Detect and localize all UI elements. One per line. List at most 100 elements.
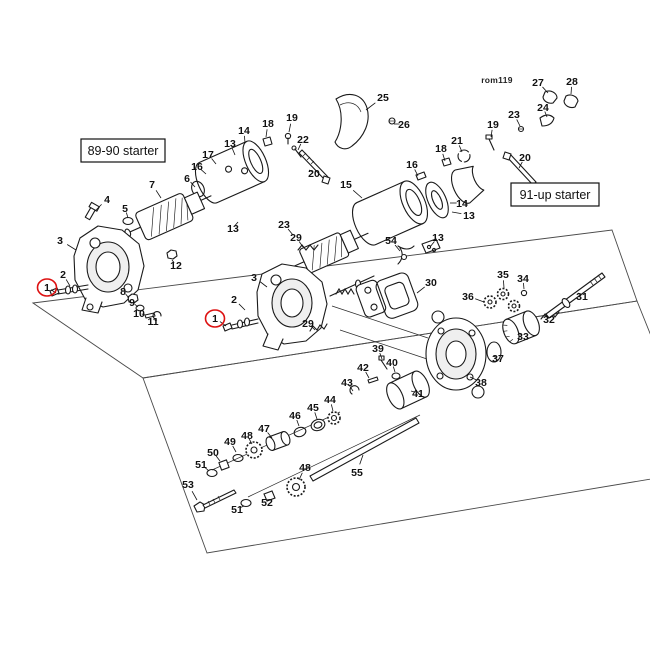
leader-line: [523, 282, 525, 290]
part-number-36: 36: [462, 291, 474, 303]
part-number-22: 22: [297, 134, 309, 146]
gear-housing-38: [425, 310, 487, 399]
part-number-3: 3: [251, 272, 257, 284]
leader-line: [394, 244, 401, 252]
part-number-13: 13: [432, 232, 444, 244]
leader-line: [414, 169, 419, 177]
part-number-30: 30: [425, 277, 437, 289]
mount-bolt-1-2-center: [222, 317, 259, 332]
leader-line: [379, 352, 383, 360]
leader-line: [265, 129, 268, 138]
screw-23-right: [517, 125, 525, 133]
wound-cylinder-center: [288, 229, 369, 274]
o-ring-37: [486, 341, 502, 363]
leader-line: [232, 445, 237, 453]
leader-line: [296, 419, 300, 427]
snap-ring-21: [457, 149, 471, 163]
cover-screw-26: [388, 117, 396, 125]
part-number-46: 46: [289, 410, 301, 422]
leader-line: [518, 161, 523, 169]
part-number-53: 53: [182, 479, 194, 491]
part-number-6: 6: [184, 173, 190, 185]
part-number-2: 2: [231, 294, 237, 306]
leader-line: [204, 466, 210, 472]
leader-line: [190, 181, 196, 188]
leader-line: [244, 135, 246, 144]
gasket-30: [375, 272, 419, 319]
leader-line: [154, 319, 158, 321]
through-bolt-20-left: [298, 149, 331, 185]
leader-line: [359, 454, 364, 465]
leader-line: [287, 228, 294, 236]
leader-line: [231, 148, 236, 156]
part-number-15: 15: [340, 179, 352, 191]
part-number-48: 48: [241, 430, 253, 442]
field-frame-89-90: [194, 140, 270, 204]
leader-line: [125, 293, 130, 299]
leader-line: [451, 211, 462, 215]
leader-line: [469, 376, 477, 381]
armature-89-90: [121, 191, 212, 241]
bracket-24: [539, 114, 555, 127]
leader-line: [200, 169, 207, 175]
label-box-91-up: 91-up starter: [510, 182, 600, 207]
part-number-38: 38: [475, 377, 487, 389]
part-number-11: 11: [147, 316, 158, 328]
leader-line: [298, 241, 304, 248]
part-number-41: 41: [412, 388, 424, 400]
leader-line: [310, 325, 316, 331]
part-number-51: 51: [195, 459, 207, 471]
part-number-23: 23: [508, 109, 520, 121]
leader-line: [475, 298, 485, 303]
leader-line: [155, 190, 162, 199]
leader-line: [267, 432, 273, 439]
drive-housing-91-up: [256, 263, 328, 351]
part-number-1: 1: [212, 313, 218, 325]
leader-line: [191, 491, 198, 501]
part-number-29: 29: [302, 318, 314, 330]
leader-line: [349, 385, 354, 392]
label-box-89-90: 89-90 starter: [80, 138, 166, 163]
leader-line: [570, 86, 572, 95]
leader-line: [171, 259, 175, 263]
o-ring-6: [191, 180, 205, 198]
part-number-21: 21: [451, 135, 463, 147]
part-number-17: 17: [202, 149, 214, 161]
clutch-drive-33: [502, 310, 540, 345]
leader-line: [267, 498, 269, 501]
label-91-up-starter: 91-up starter: [520, 188, 591, 202]
leader-line: [211, 158, 217, 165]
circled-part-marker: [204, 309, 226, 328]
brush-plate-91-up: [425, 181, 449, 219]
part-number-16: 16: [406, 159, 418, 171]
bolt-53: [193, 489, 237, 513]
leader-line: [66, 244, 77, 251]
small-hardware-8-9-10-11: [127, 293, 162, 320]
part-number-37: 37: [492, 353, 504, 365]
part-number-33: 33: [517, 331, 529, 343]
leader-line: [490, 129, 493, 138]
part-number-13: 13: [224, 138, 236, 150]
springs-29-upper: [297, 244, 319, 251]
part-number-1: 1: [44, 282, 50, 294]
leader-line: [94, 204, 102, 212]
leader-line: [134, 303, 139, 308]
spring-29-lower: [309, 323, 328, 332]
leader-line: [314, 412, 318, 420]
leader-line: [492, 355, 496, 358]
part-number-54: 54: [385, 235, 397, 247]
part-number-25: 25: [377, 92, 389, 104]
part-number-10: 10: [133, 308, 145, 320]
part-number-7: 7: [149, 179, 155, 191]
jackshaft-55: [309, 417, 420, 482]
part-number-3: 3: [57, 235, 63, 247]
leader-line: [365, 102, 376, 111]
part-number-18: 18: [262, 118, 274, 130]
part-number-50: 50: [207, 447, 219, 459]
leader-line: [215, 455, 221, 462]
leader-line: [297, 143, 302, 151]
leader-line: [308, 169, 312, 172]
leader-line: [416, 286, 425, 294]
